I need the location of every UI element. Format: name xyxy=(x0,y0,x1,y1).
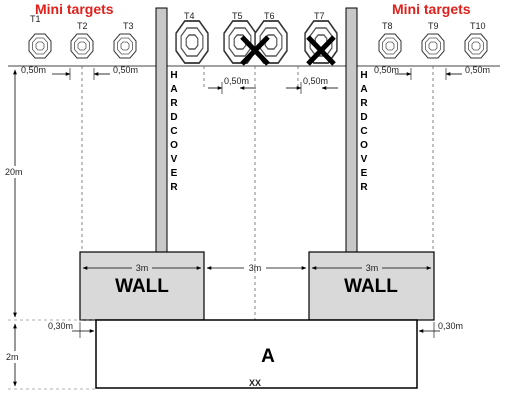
wall-width-label-left: 3m xyxy=(136,263,149,273)
box-depth-label: 2m xyxy=(6,352,19,362)
target-silhouette-icon xyxy=(378,33,402,59)
hardcover-label-right: H A R D C O V E R xyxy=(360,70,368,193)
spacing-label-t9-t10: 0,50m xyxy=(465,65,490,75)
svg-text:V: V xyxy=(171,154,178,165)
wall-label-right: WALL xyxy=(344,276,398,297)
start-mark: XX xyxy=(249,378,261,388)
svg-text:A: A xyxy=(360,84,367,95)
offset-label-right: 0,30m xyxy=(438,321,463,331)
wall-label-left: WALL xyxy=(115,276,169,297)
box-depth-label-bg xyxy=(4,351,22,363)
svg-text:R: R xyxy=(170,182,178,193)
target-silhouette-icon xyxy=(113,33,137,59)
hardcover-post-right xyxy=(345,7,358,253)
shooting-box-a xyxy=(95,319,418,389)
target-label-t4: T4 xyxy=(184,11,195,21)
target-label-t9: T9 xyxy=(428,21,439,31)
hardcover-post-left xyxy=(155,7,168,253)
target-label-t6: T6 xyxy=(264,11,275,21)
svg-text:O: O xyxy=(360,140,368,151)
target-label-t8: T8 xyxy=(382,21,393,31)
svg-text:E: E xyxy=(361,168,368,179)
offset-dimensions xyxy=(72,322,440,338)
svg-text:V: V xyxy=(361,154,368,165)
range-depth-label-bg xyxy=(4,166,26,178)
offset-label-left: 0,30m xyxy=(48,321,73,331)
svg-text:R: R xyxy=(360,98,368,109)
svg-text:H: H xyxy=(360,70,367,81)
svg-text:A: A xyxy=(170,84,177,95)
spacing-dimensions xyxy=(52,68,462,94)
svg-text:H: H xyxy=(170,70,177,81)
spacing-label-t4-t5: 0,50m xyxy=(224,76,249,86)
depth-dimensions xyxy=(8,69,96,390)
svg-text:C: C xyxy=(170,126,177,137)
range-depth-label: 20m xyxy=(5,167,23,177)
no-shoot-cross-icon xyxy=(306,35,336,66)
spacing-label-t6-t7: 0,50m xyxy=(303,76,328,86)
target-label-t5: T5 xyxy=(232,11,243,21)
svg-text:D: D xyxy=(360,112,367,123)
area-label: A xyxy=(261,346,275,367)
target-label-t10: T10 xyxy=(470,21,486,31)
target-label-t3: T3 xyxy=(123,21,134,31)
wall-width-label-right: 3m xyxy=(366,263,379,273)
hardcover-label-left: H A R D C O V E R xyxy=(170,70,178,193)
svg-text:C: C xyxy=(360,126,367,137)
svg-text:O: O xyxy=(170,140,178,151)
svg-text:D: D xyxy=(170,112,177,123)
target-label-t2: T2 xyxy=(77,21,88,31)
spacing-label-t1-t2: 0,50m xyxy=(21,65,46,75)
svg-text:R: R xyxy=(170,98,178,109)
wall-gap-label: 3m xyxy=(249,263,262,273)
mini-targets-title-right: Mini targets xyxy=(392,1,471,17)
target-silhouette-icon xyxy=(175,20,209,64)
spacing-label-t2-t3: 0,50m xyxy=(113,65,138,75)
no-shoot-cross-icon xyxy=(240,35,270,66)
target-silhouette-icon xyxy=(464,33,488,59)
target-label-t7: T7 xyxy=(314,11,325,21)
target-silhouette-icon xyxy=(421,33,445,59)
svg-text:R: R xyxy=(360,182,368,193)
target-label-t1: T1 xyxy=(30,14,41,24)
mini-targets-title-left: Mini targets xyxy=(35,1,114,17)
spacing-label-t8-t9: 0,50m xyxy=(374,65,399,75)
target-silhouette-icon xyxy=(70,33,94,59)
target-silhouette-icon xyxy=(28,33,52,59)
svg-text:E: E xyxy=(171,168,178,179)
